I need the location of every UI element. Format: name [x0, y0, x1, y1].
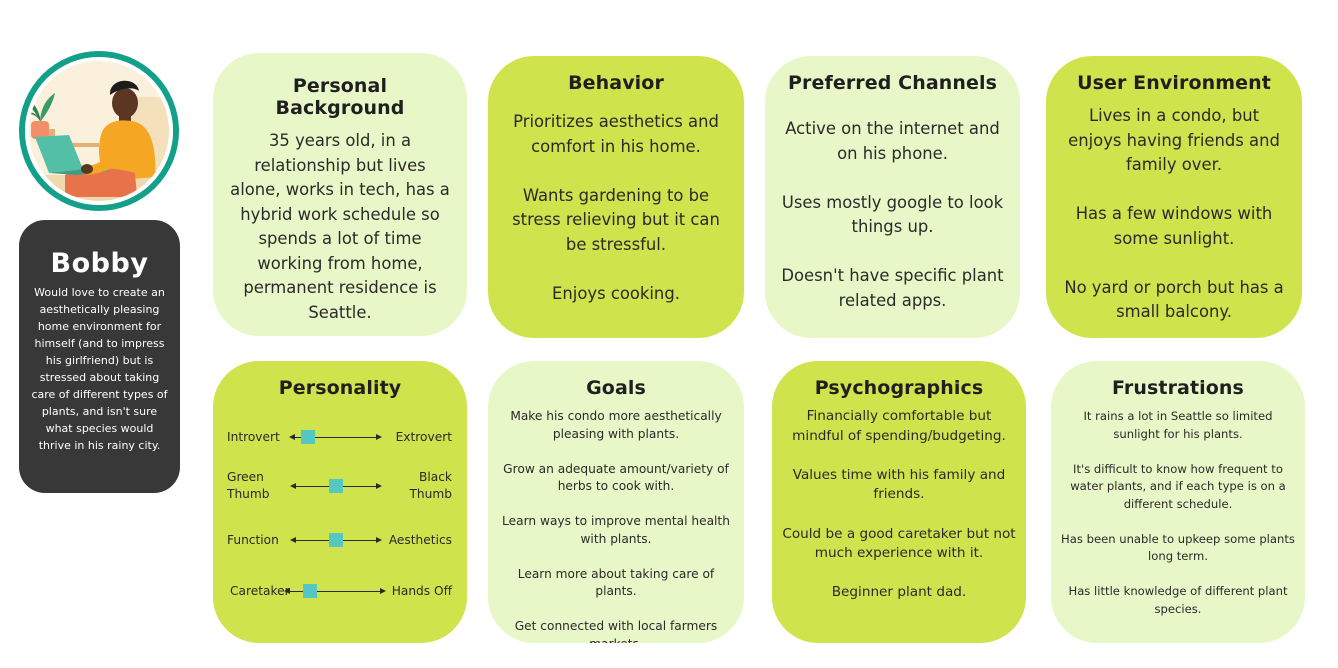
card-text: Learn more about taking care of plants.: [517, 566, 715, 599]
card-preferred-channels: Preferred Channels Active on the interne…: [765, 56, 1020, 338]
persona-name: Bobby: [50, 248, 149, 279]
card-text: Has a few windows with some sunlight.: [1075, 204, 1273, 248]
slider-knob: [329, 479, 343, 493]
arrow-right-icon: [380, 588, 386, 594]
card-text: Learn ways to improve mental health with…: [502, 514, 730, 546]
arrow-left-icon: [290, 483, 296, 489]
card-text: Beginner plant dad.: [831, 584, 967, 601]
card-text: Values time with his family and friends.: [792, 466, 1006, 503]
card-text: Prioritizes aesthetics and comfort in hi…: [513, 112, 719, 156]
card-title: Preferred Channels: [787, 72, 998, 94]
slider-left-label: Function: [227, 533, 279, 547]
slider-left-label: Introvert: [227, 430, 280, 444]
slider-right-label: Aesthetics: [388, 533, 452, 547]
arrow-left-icon: [290, 537, 296, 543]
card-text: No yard or porch but has a small balcony…: [1064, 277, 1284, 322]
card-personal-background: Personal Background 35 years old, in a r…: [213, 53, 467, 336]
card-title: Behavior: [568, 72, 664, 94]
slider-knob: [302, 584, 317, 598]
card-text: Grow an adequate amount/variety of herbs…: [503, 461, 729, 494]
arrow-right-icon: [376, 537, 382, 543]
card-title: Frustrations: [1112, 377, 1244, 399]
card-frustrations: Frustrations It rains a lot in Seattle s…: [1051, 361, 1305, 643]
card-goals: Goals Make his condo more aesthetically …: [488, 361, 744, 643]
card-title: Psychographics: [814, 377, 984, 399]
card-text: It's difficult to know how frequent to w…: [1070, 461, 1286, 511]
slider-right-label: Black Thumb: [409, 470, 452, 501]
arrow-left-icon: [284, 588, 290, 594]
card-text: Enjoys cooking.: [552, 283, 680, 303]
slider-track: [293, 437, 378, 439]
card-text: Could be a good caretaker but not much e…: [782, 525, 1016, 562]
card-text: Uses mostly google to look things up.: [781, 192, 1004, 237]
card-text: It rains a lot in Seattle so limited sun…: [1083, 409, 1273, 441]
card-text: Make his condo more aesthetically pleasi…: [510, 409, 722, 441]
card-text: Doesn't have specific plant related apps…: [781, 266, 1004, 310]
slider-knob: [329, 533, 343, 547]
persona-avatar-illustration: [19, 51, 179, 211]
slider-left-label: Caretaker: [230, 584, 290, 598]
card-text: Has little knowledge of different plant …: [1068, 584, 1288, 616]
card-text: Lives in a condo, but enjoys having frie…: [1068, 106, 1280, 174]
persona-description: Would love to create an aesthetically pl…: [31, 286, 168, 452]
card-text: Active on the internet and on his phone.: [785, 119, 1000, 163]
persona-name-card: Bobby Would love to create an aesthetica…: [19, 220, 180, 493]
card-text: Has been unable to upkeep some plants lo…: [1061, 531, 1295, 564]
card-user-environment: User Environment Lives in a condo, but e…: [1046, 56, 1302, 338]
card-psychographics: Psychographics Financially comfortable b…: [772, 361, 1026, 643]
card-text: Financially comfortable but mindful of s…: [792, 408, 1006, 444]
slider-left-label: Green Thumb: [227, 470, 270, 501]
card-behavior: Behavior Prioritizes aesthetics and comf…: [488, 56, 744, 338]
slider-knob: [300, 430, 315, 444]
arrow-right-icon: [376, 483, 382, 489]
slider-track: [288, 591, 382, 593]
card-title: Personality: [278, 377, 402, 399]
card-title: User Environment: [1077, 72, 1271, 94]
card-title: Goals: [586, 377, 646, 399]
arrow-left-icon: [289, 434, 295, 440]
card-text: Get connected with local farmers markets…: [514, 619, 718, 643]
slider-right-label: Extrovert: [395, 430, 452, 444]
avatar-scene: [25, 57, 173, 205]
arrow-right-icon: [376, 434, 382, 440]
card-text: 35 years old, in a relationship but live…: [230, 131, 450, 322]
card-text: Wants gardening to be stress relieving b…: [512, 185, 720, 254]
slider-right-label: Hands Off: [391, 584, 452, 598]
card-title: Personal Background: [275, 75, 405, 119]
